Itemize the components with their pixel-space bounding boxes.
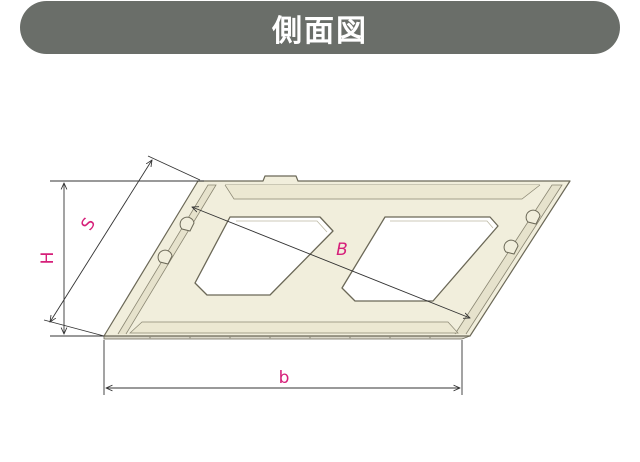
- header-bar: 側面図: [20, 1, 620, 54]
- left-notches: [157, 216, 195, 265]
- dimension-s: [43, 155, 201, 337]
- dimension-s-label: S: [77, 214, 100, 234]
- dimension-h-label: H: [38, 252, 58, 265]
- base-texture: [149, 336, 431, 339]
- dimension-b-lower: [103, 340, 463, 395]
- dimension-b-lower-label: b: [279, 368, 290, 388]
- block-bottom-bevel: [129, 321, 459, 334]
- right-notches: [503, 209, 541, 255]
- dimension-b-upper: [192, 207, 470, 318]
- header-title: 側面図: [272, 13, 368, 49]
- block-top-bevel: [224, 184, 541, 200]
- dimension-b-upper-label: B: [336, 240, 348, 260]
